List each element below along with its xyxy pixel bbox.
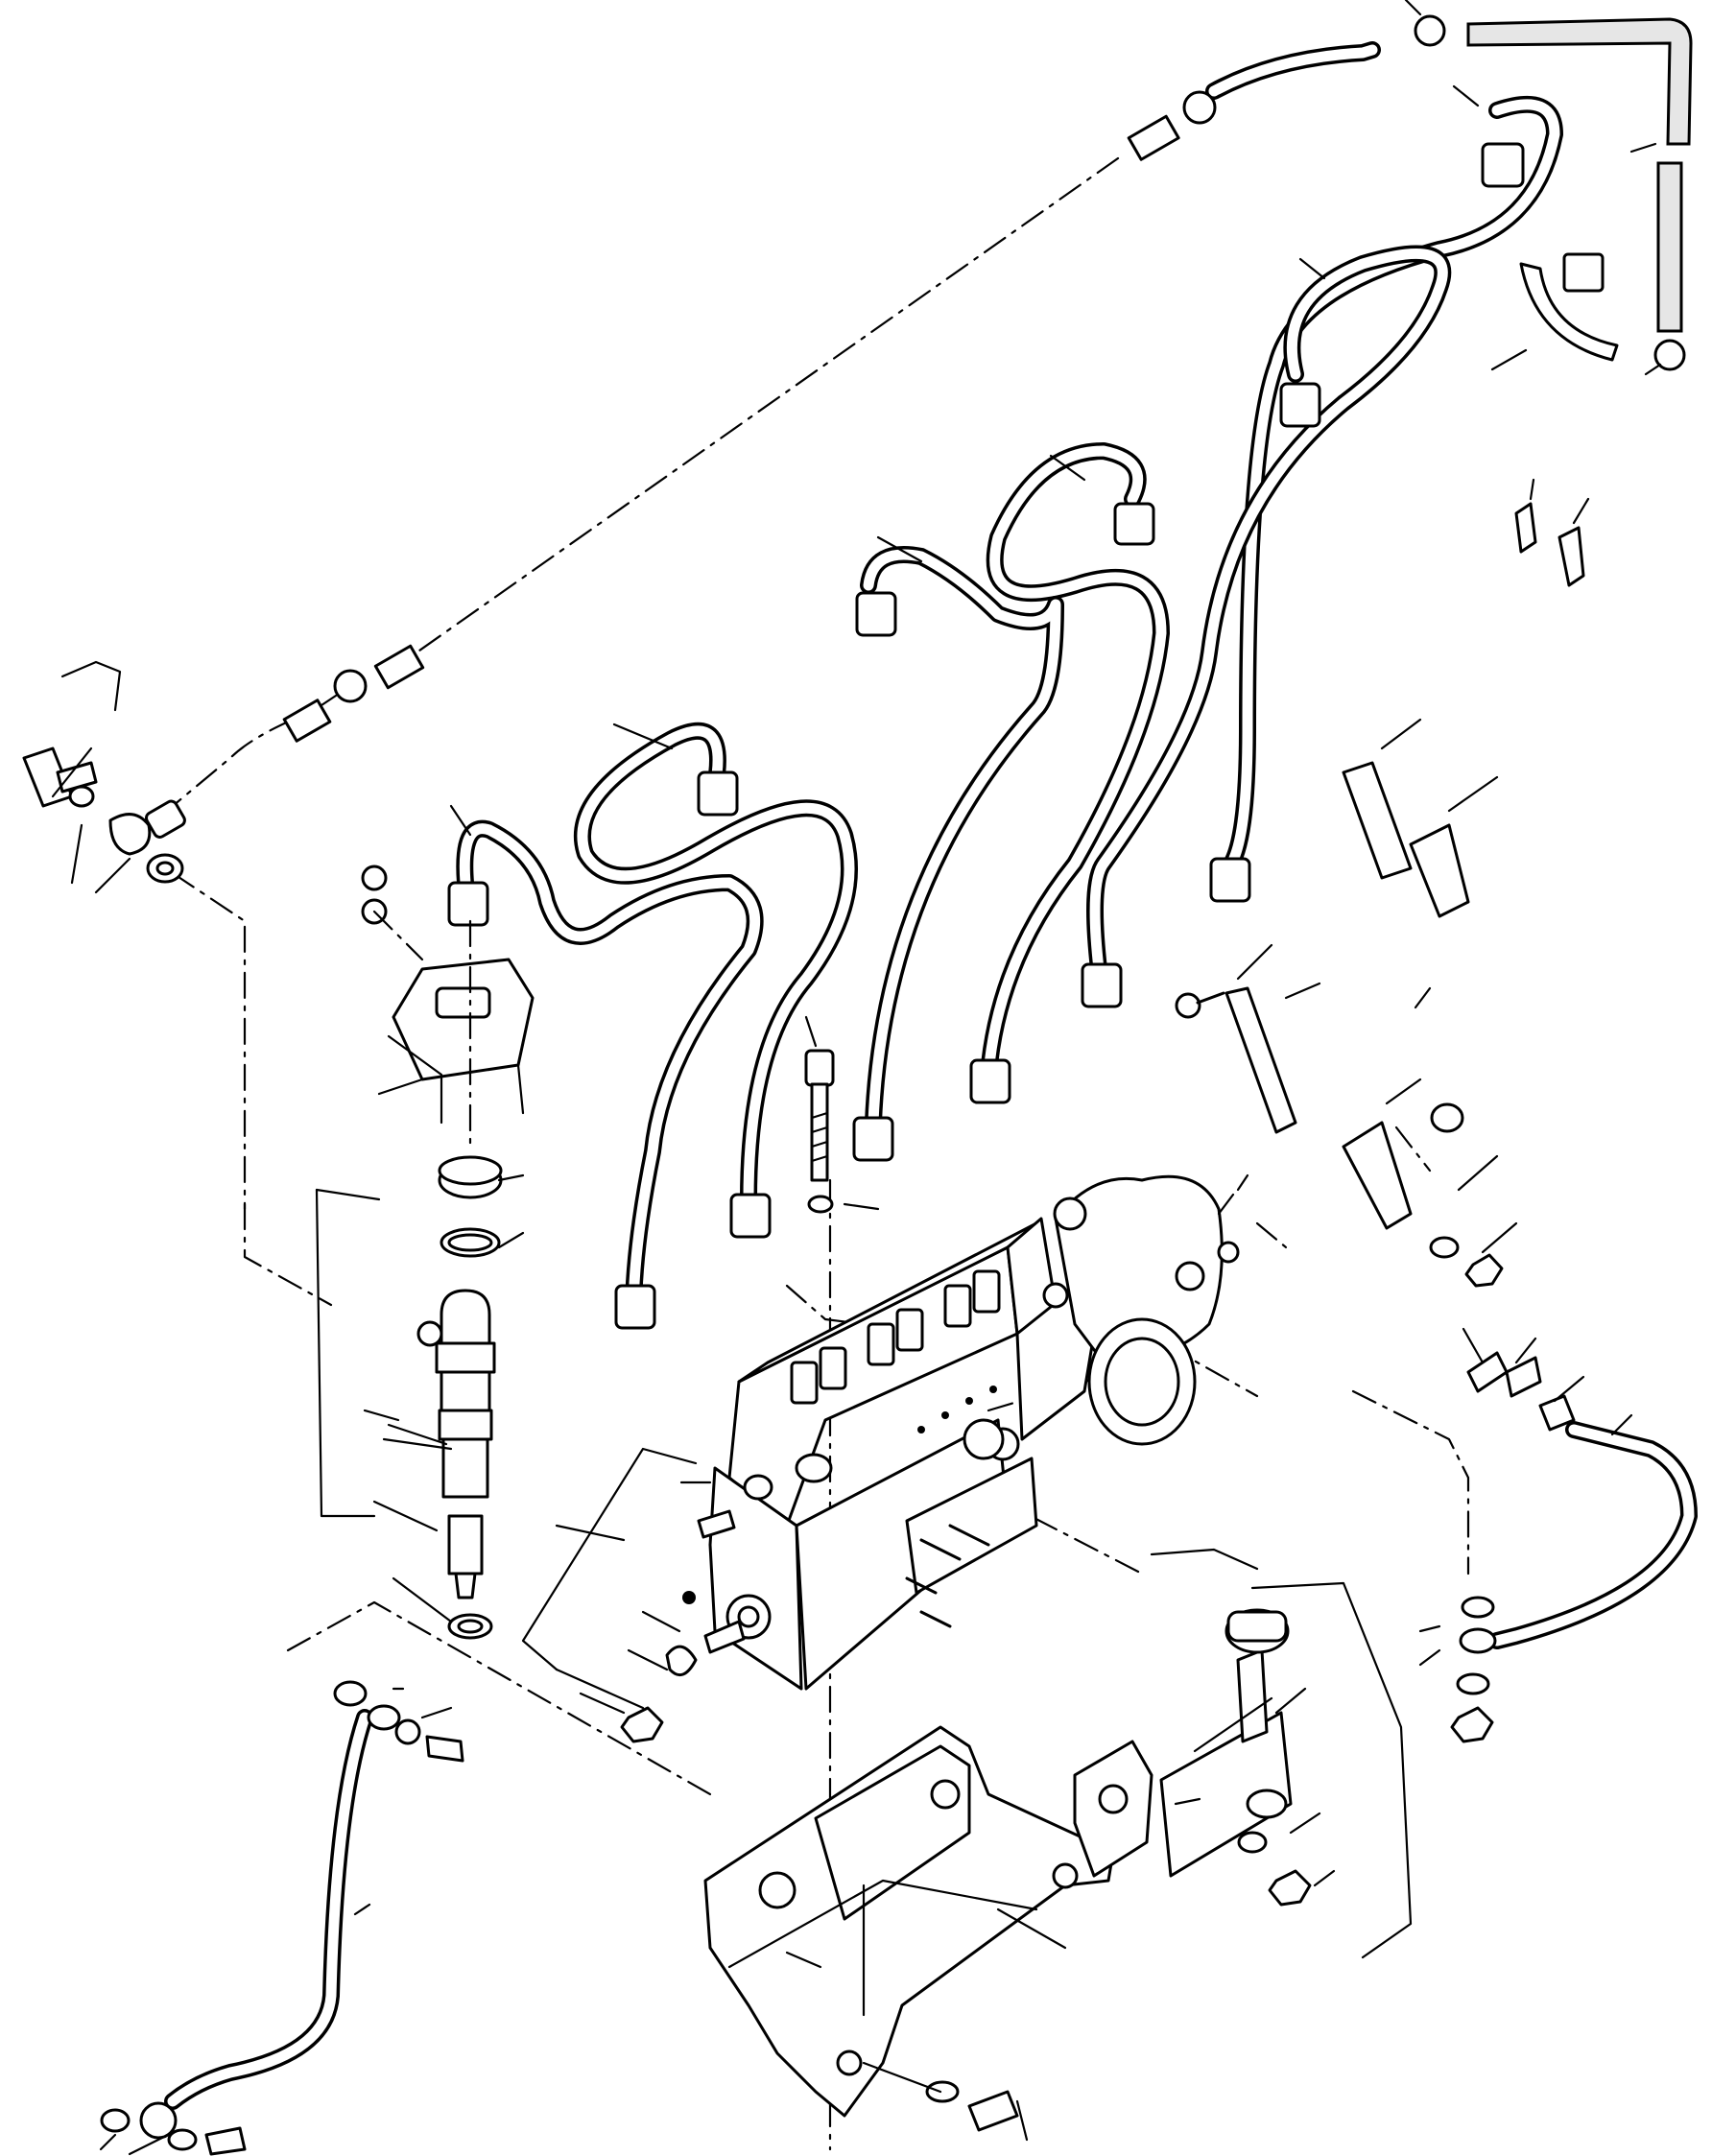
- stud-bolt-and-washer: [804, 1015, 880, 1214]
- banjo-bolts-and-gaskets: [22, 660, 186, 894]
- leak-off-pipe-bottom-left: [99, 1680, 464, 2156]
- overflow-hose: [1404, 0, 1693, 376]
- pump-mounting-bracket: [703, 1725, 1115, 2142]
- hose-clamp-bottom: [1653, 339, 1686, 371]
- high-pressure-fuel-pipes: [447, 84, 1563, 1330]
- pipe-clamp-band: [1490, 252, 1619, 371]
- fuel-return-line: [171, 41, 1381, 808]
- fuel-filter-lines: [1418, 1327, 1698, 1743]
- fuel-feed-pump: [1073, 1548, 1413, 1959]
- nozzle-holder-bracket: [361, 865, 535, 1125]
- injection-nozzle-holder: [243, 1155, 525, 1640]
- hose-clamp-top: [1414, 14, 1446, 47]
- fuel-injection-pump: [521, 1173, 1249, 1743]
- support-brackets: [1175, 478, 1590, 1288]
